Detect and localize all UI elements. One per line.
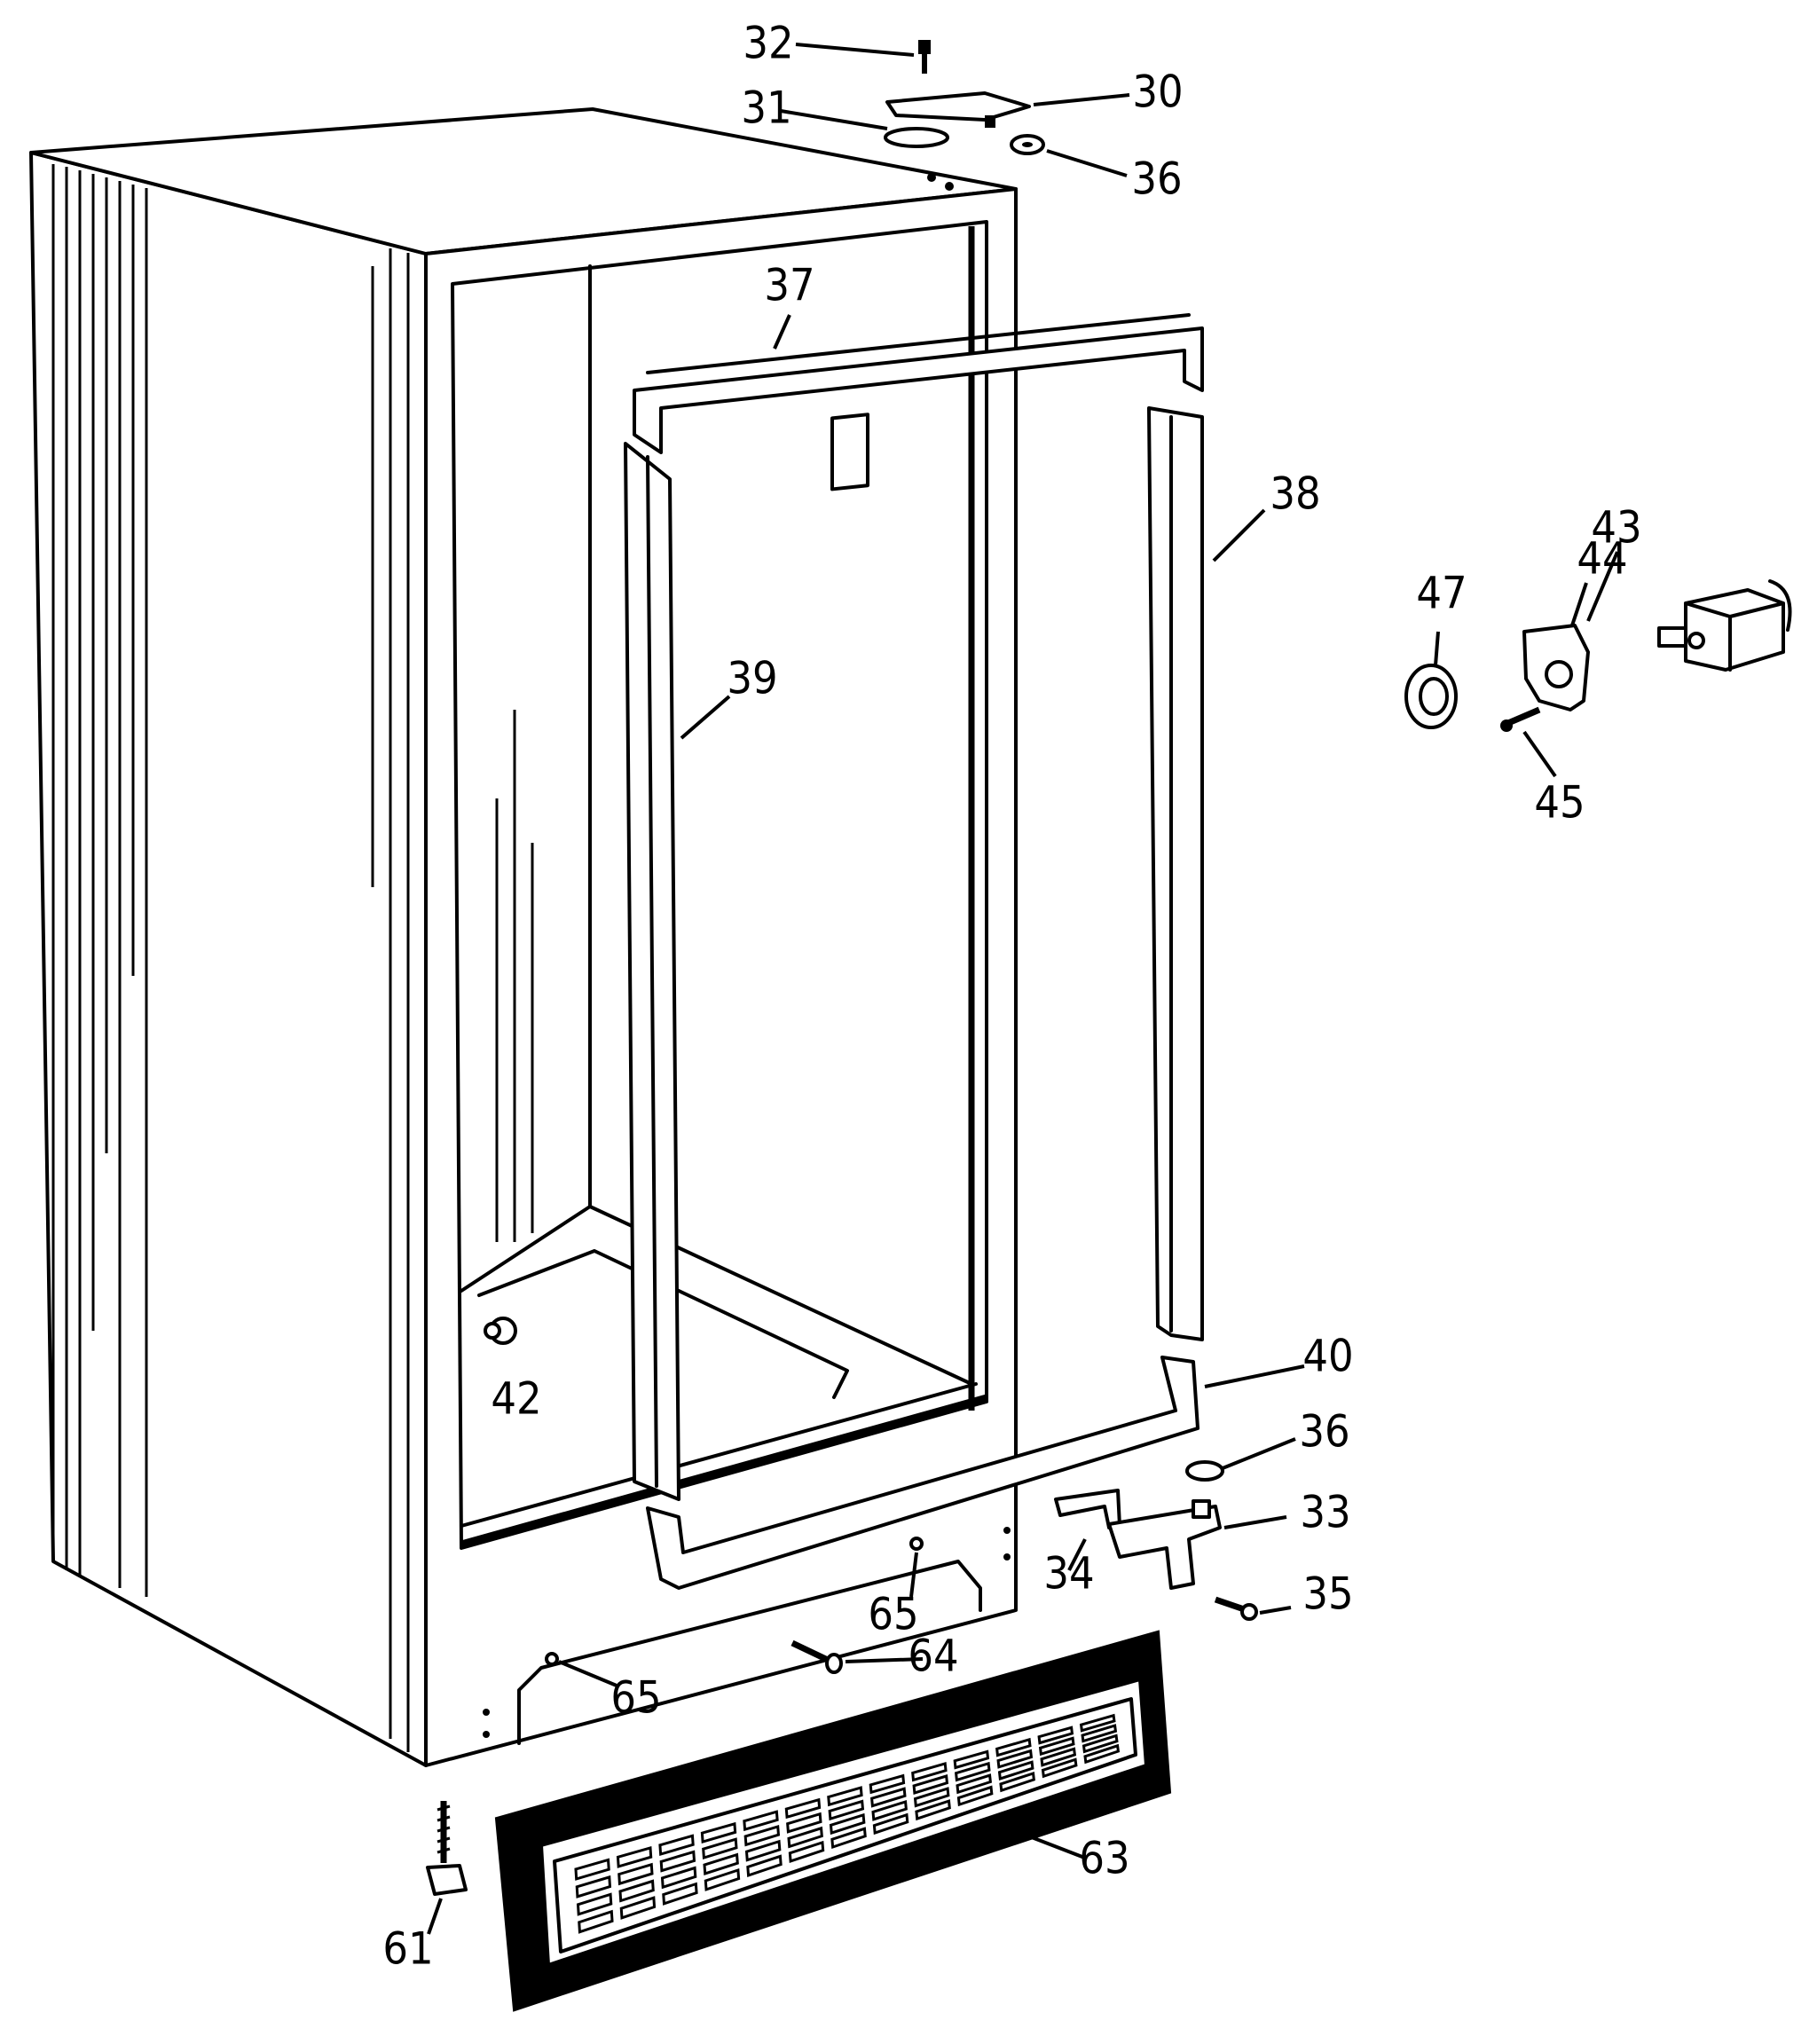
grille-slot — [956, 1785, 994, 1807]
grille-slot — [1041, 1757, 1078, 1779]
grille-slot — [1083, 1743, 1121, 1765]
grille-slot — [913, 1787, 950, 1808]
grille-slot — [574, 1858, 610, 1881]
grille-slot — [702, 1837, 738, 1860]
label-part-64: 64 — [908, 1631, 958, 1682]
grille-slot — [703, 1852, 739, 1875]
label-part-30: 30 — [1132, 67, 1183, 118]
grille-slot — [954, 1761, 991, 1782]
grille-slot — [746, 1854, 783, 1877]
door-label-plate — [830, 413, 869, 491]
grille-slot — [870, 1787, 907, 1808]
grille-slot — [830, 1827, 867, 1850]
label-part-37: 37 — [764, 260, 814, 311]
label-part-65-front: 65 — [868, 1589, 918, 1640]
top-hinge-parts — [884, 40, 1045, 155]
grille-slot — [869, 1773, 906, 1795]
label-part-45: 45 — [1534, 777, 1585, 829]
grille-slot — [953, 1749, 990, 1770]
grille-slot — [827, 1786, 863, 1807]
grille-slot — [618, 1879, 655, 1903]
grille-slot — [619, 1896, 657, 1920]
grille-slot — [996, 1749, 1034, 1769]
part-42-fitting — [484, 1317, 517, 1345]
kick-plate-grille-63 — [494, 1630, 1172, 2012]
label-part-43: 43 — [1591, 502, 1641, 554]
label-part-32: 32 — [743, 18, 793, 69]
grille-slot — [1038, 1736, 1075, 1757]
door-gasket-left-39 — [624, 442, 680, 1501]
grille-slot — [787, 1826, 823, 1849]
cabinet-body — [29, 107, 1018, 1767]
grille-slot — [784, 1797, 822, 1820]
label-part-36-top: 36 — [1131, 153, 1182, 205]
label-part-31: 31 — [741, 83, 791, 134]
grille-slot — [658, 1834, 695, 1856]
grille-slot — [1082, 1733, 1119, 1754]
door-gasket-right-38 — [1147, 406, 1204, 1341]
grille-slot — [660, 1866, 697, 1890]
grille-slot — [700, 1821, 737, 1844]
label-part-39: 39 — [727, 653, 777, 704]
grille-slot — [995, 1737, 1032, 1757]
label-part-61: 61 — [382, 1923, 433, 1975]
label-part-36-bottom: 36 — [1299, 1406, 1349, 1458]
screw-64 — [791, 1639, 843, 1674]
thermostat-parts — [1404, 579, 1792, 732]
grille-slot — [743, 1824, 781, 1847]
bottom-hinge-parts — [1054, 1460, 1258, 1621]
grille-slot — [911, 1762, 948, 1782]
label-part-40: 40 — [1302, 1331, 1353, 1382]
label-part-35: 35 — [1302, 1568, 1353, 1620]
grille-slot — [704, 1867, 741, 1891]
grille-slot — [575, 1875, 612, 1899]
leveling-leg-61 — [426, 1801, 468, 1896]
grille-slot — [915, 1799, 951, 1821]
grille-slot — [659, 1850, 696, 1873]
label-part-65-side: 65 — [610, 1672, 661, 1724]
door-gasket-top-37 — [633, 313, 1204, 454]
label-part-47: 47 — [1416, 568, 1467, 619]
grille-slot — [956, 1773, 993, 1795]
label-part-44: 44 — [1577, 533, 1627, 585]
grille-slot — [912, 1774, 949, 1795]
grille-slot — [1037, 1726, 1074, 1745]
grille-slot — [576, 1892, 613, 1916]
label-part-63: 63 — [1079, 1833, 1129, 1884]
grille-slot — [1081, 1724, 1118, 1743]
label-part-34: 34 — [1043, 1548, 1094, 1600]
grille-slot — [743, 1810, 779, 1832]
grille-slot — [871, 1799, 908, 1821]
part-labels: 32 30 31 36 37 38 39 43 44 47 45 40 42 3… — [382, 18, 1641, 1975]
label-part-38: 38 — [1270, 468, 1320, 520]
label-part-33: 33 — [1300, 1487, 1350, 1538]
grille-slot — [578, 1909, 614, 1934]
leader-lines — [427, 43, 1619, 1935]
door-gasket-bottom-40 — [646, 1356, 1200, 1590]
hole-65-front — [909, 1537, 924, 1551]
grille-slot — [1040, 1747, 1077, 1767]
grille-slot — [829, 1812, 866, 1836]
grille-slot — [999, 1771, 1035, 1793]
grille-slot — [788, 1840, 825, 1863]
label-part-42: 42 — [491, 1373, 541, 1425]
grille-slot — [872, 1812, 909, 1836]
grille-slot — [997, 1760, 1034, 1781]
grille-slot — [1079, 1713, 1116, 1733]
grille-slot — [828, 1799, 865, 1821]
grille-slot — [744, 1839, 782, 1862]
grille-slot — [786, 1812, 822, 1834]
grille-slot — [616, 1845, 653, 1868]
grille-slot — [617, 1862, 654, 1886]
hole-65-side — [545, 1652, 559, 1666]
grille-slot — [662, 1882, 698, 1906]
